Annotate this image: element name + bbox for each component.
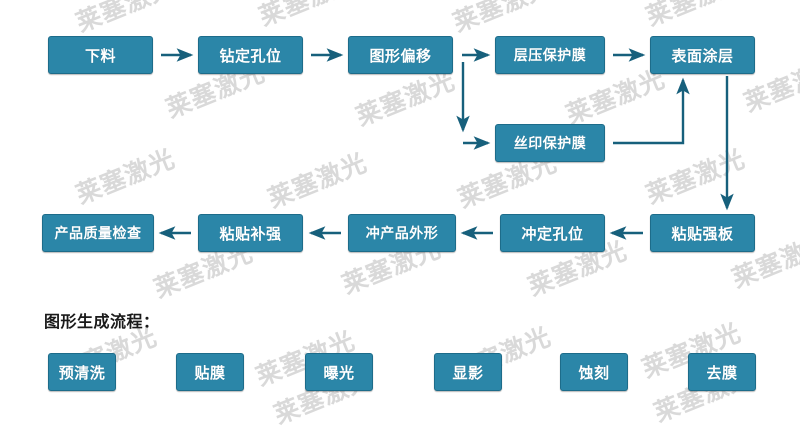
node-xialiao[interactable]: 下料: [48, 36, 153, 74]
node-tiemo[interactable]: 贴膜: [176, 353, 244, 391]
node-label: 表面涂层: [671, 46, 734, 65]
node-zhantiebuqiang[interactable]: 粘贴补强: [198, 214, 303, 252]
node-chongdingkongwei[interactable]: 冲定孔位: [500, 214, 605, 252]
node-xianying[interactable]: 显影: [434, 353, 502, 391]
section-title: 图形生成流程：: [44, 312, 160, 331]
node-label: 丝印保护膜: [513, 136, 587, 152]
node-label: 冲定孔位: [521, 224, 584, 243]
node-label: 贴膜: [194, 363, 226, 382]
node-zuandingkongwei[interactable]: 钻定孔位: [198, 36, 303, 74]
node-label: 钻定孔位: [219, 46, 282, 65]
node-shike[interactable]: 蚀刻: [560, 353, 628, 391]
node-siyinbaohumo[interactable]: 丝印保护膜: [495, 124, 605, 162]
node-label: 粘贴强板: [671, 224, 734, 243]
node-label: 图形偏移: [369, 46, 432, 65]
node-yuqingxi[interactable]: 预清洗: [48, 353, 116, 391]
node-label: 粘贴补强: [219, 224, 282, 243]
node-tuxingpianyi[interactable]: 图形偏移: [348, 36, 453, 74]
node-label: 蚀刻: [578, 363, 610, 382]
node-label: 曝光: [323, 363, 355, 382]
node-chanpinzhiliangjiancha[interactable]: 产品质量检查: [42, 214, 154, 252]
node-label: 预清洗: [58, 363, 106, 382]
node-label: 冲产品外形: [365, 226, 439, 242]
node-zhantieqiangban[interactable]: 粘贴强板: [650, 214, 755, 252]
node-label: 层压保护膜: [513, 48, 587, 64]
node-cengyabaohumo[interactable]: 层压保护膜: [495, 36, 605, 74]
node-chongchanpinwaixing[interactable]: 冲产品外形: [348, 214, 456, 252]
node-label: 产品质量检查: [54, 226, 142, 242]
node-biaomiantuceng[interactable]: 表面涂层: [650, 36, 755, 74]
node-puguang[interactable]: 曝光: [305, 353, 373, 391]
connector-siyin-to-biaomian: [613, 77, 690, 145]
node-label: 显影: [452, 363, 484, 382]
node-label: 下料: [84, 46, 116, 65]
node-label: 去膜: [706, 363, 738, 382]
node-qumo[interactable]: 去膜: [688, 353, 756, 391]
